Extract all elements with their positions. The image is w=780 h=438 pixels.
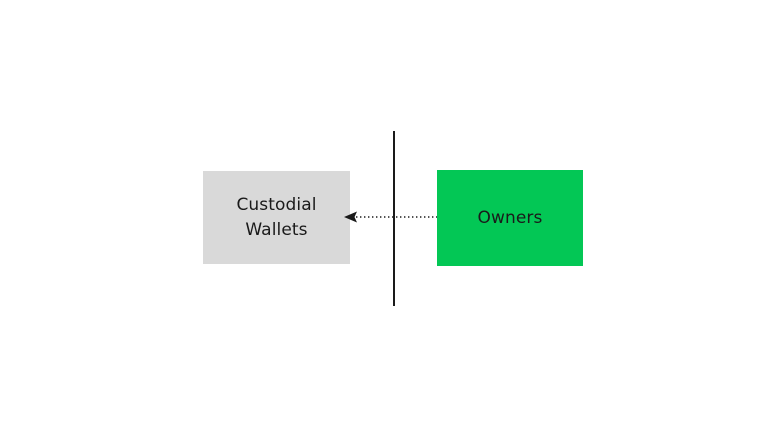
node-custodial-wallets[interactable]: Custodial Wallets	[203, 171, 350, 264]
trust-boundary-line	[393, 131, 395, 306]
node-owners-label: Owners	[477, 207, 543, 228]
edge-owners-to-custodial-wallets[interactable]	[340, 205, 444, 229]
node-custodial-wallets-label: Custodial Wallets	[236, 194, 317, 240]
node-owners[interactable]: Owners	[437, 170, 583, 266]
dotted-arrow-icon	[344, 211, 444, 223]
